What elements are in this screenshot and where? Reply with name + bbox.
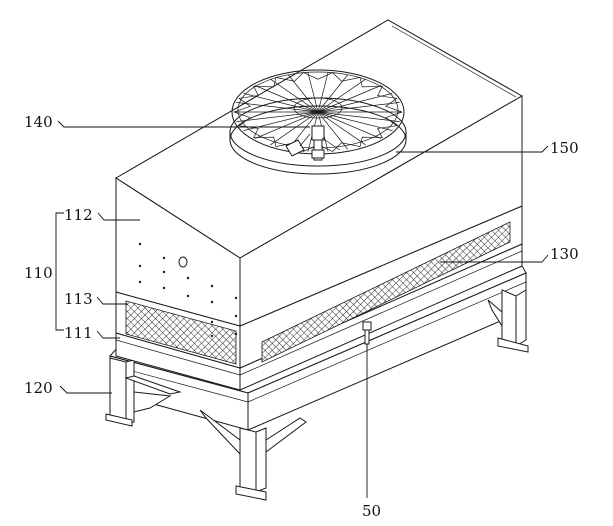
guard-spoke [236,111,319,122]
guard-spoke [270,111,319,146]
guard-spoke [254,85,319,113]
drain-valve [362,321,372,352]
leader-120 [59,385,112,394]
label-130: 130 [550,245,579,263]
fan-assembly [229,69,407,175]
rivet-dots [138,242,238,338]
guard-truss [232,72,403,152]
guard-spoke [307,72,319,113]
guard-spoke [317,72,329,113]
guard-spoke [317,111,366,146]
leader-112 [97,212,140,221]
reference-labels: 140 150 112 110 130 113 111 120 50 [24,113,579,520]
leg-middle-front [239,427,257,493]
guard-spoke [317,102,400,113]
casing-port [178,256,188,268]
guard-spoke [317,85,382,113]
leader-140 [57,120,310,128]
leader-lines [55,120,549,498]
fan-guard-spokes [232,72,403,152]
guard-spoke [317,111,400,122]
label-113: 113 [64,290,93,308]
leg-right-rear [501,289,517,347]
guard-spoke [317,111,382,139]
bracket-110 [55,212,64,331]
leader-113 [96,296,128,305]
leader-130 [440,254,549,263]
guard-spoke [254,111,319,139]
support-frame [105,261,529,501]
label-50: 50 [362,502,381,520]
guard-spoke [243,93,319,113]
guard-spoke [236,102,319,113]
guard-spoke [243,111,319,131]
leader-111 [96,330,120,339]
guard-spoke [270,78,319,113]
guard-spoke [317,111,393,131]
label-111: 111 [64,324,93,342]
leader-150 [396,145,549,153]
label-110: 110 [24,264,53,282]
guard-spoke [317,93,393,113]
side-mesh-panel [261,221,511,363]
lower-shell [115,243,523,391]
leg-left-front [109,357,127,425]
label-150: 150 [550,139,579,157]
casing-side [239,95,523,327]
guard-spoke [317,78,366,113]
label-112: 112 [64,206,93,224]
front-mesh-panel [125,300,237,365]
label-120: 120 [24,379,53,397]
label-140: 140 [24,113,53,131]
